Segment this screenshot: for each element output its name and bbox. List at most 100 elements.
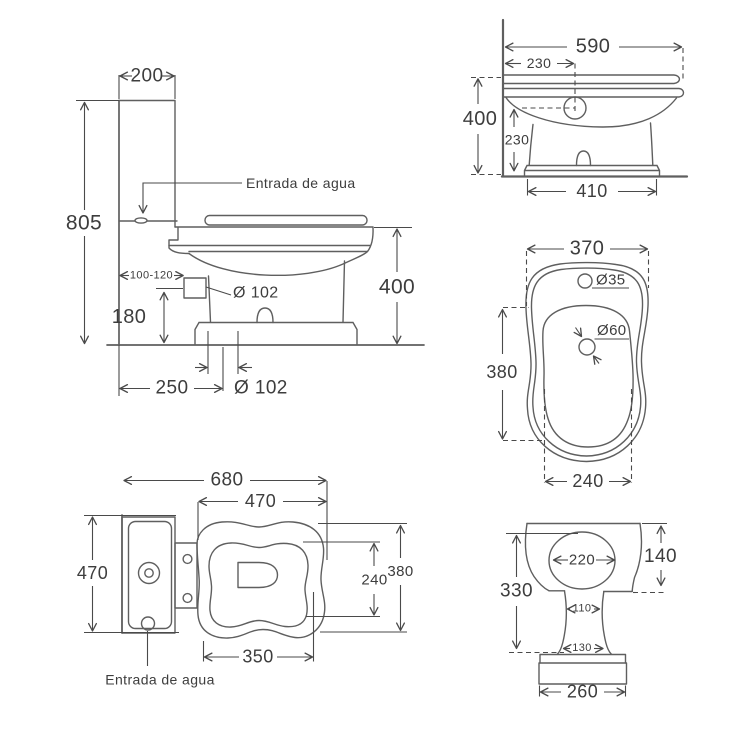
ext-line <box>202 592 315 662</box>
drain-hole <box>578 338 596 356</box>
water-inlet-hole <box>140 616 156 631</box>
dim-bidet-height: 400 <box>463 108 498 130</box>
rim-slab <box>503 87 685 98</box>
bowl-underside-curve <box>505 96 678 128</box>
pedestal-right-edge <box>342 260 346 323</box>
dim-bidet-drain-hole: Ø60 <box>597 322 627 339</box>
dim-bidet-base-depth: 410 <box>576 181 607 201</box>
bolt-hole-bottom <box>182 592 193 604</box>
bolt-hole-top <box>182 553 193 565</box>
bowl-opening <box>237 561 279 589</box>
dim-wc-bowl-height: 400 <box>379 276 415 299</box>
dim-wc-width: 470 <box>77 563 108 583</box>
dim-wc-tank-depth: 200 <box>131 66 164 87</box>
dim-bidet-inlet-height: 230 <box>505 132 530 148</box>
pedestal-right-edge <box>649 122 654 166</box>
wc-side-geometry <box>106 99 425 356</box>
ext-line <box>118 75 176 99</box>
cistern-lid-inner <box>127 520 173 630</box>
ext-line <box>471 76 501 176</box>
view-wc-side: 200 805 400 100-120 180 Ø 102 <box>66 66 425 399</box>
dim-wc-floor-drain-diameter: Ø 102 <box>234 378 288 399</box>
faucet-hole-projection <box>563 96 587 120</box>
base-step <box>194 321 358 345</box>
bowl-left-step <box>168 226 190 255</box>
dim-wc-outlet-height: 180 <box>112 306 147 328</box>
dim-wc-bowl-length: 470 <box>245 491 276 511</box>
mounting-plate <box>174 542 198 609</box>
floor-hatching <box>107 347 424 356</box>
base-slab <box>538 662 628 685</box>
leader-arrow <box>573 327 583 338</box>
ext-line <box>303 541 380 618</box>
base-arch-cutout <box>575 150 592 167</box>
view-bidet-side: 590 230 400 230 410 <box>463 18 689 201</box>
bowl-underside-curve <box>188 250 369 276</box>
body-right-edge <box>631 522 643 592</box>
bidet-side-dimensions: 590 230 400 230 410 <box>463 36 684 201</box>
view-bidet-front: 220 140 330 110 130 260 <box>500 522 677 702</box>
seat-lid-outline <box>196 521 326 639</box>
bidet-outer-outline <box>525 261 649 463</box>
pedestal-left-edge <box>528 123 534 166</box>
cistern-outline <box>121 516 176 634</box>
ext-line <box>503 306 545 442</box>
dim-bidet-base-width: 260 <box>567 682 598 702</box>
water-inlet-label: Entrada de agua <box>105 672 215 688</box>
base-arch-cutout <box>256 307 274 324</box>
dim-bidet-height: 330 <box>500 581 533 602</box>
flush-button-outer <box>137 561 161 585</box>
wc-top-geometry <box>110 514 326 639</box>
base-step <box>539 653 627 664</box>
dim-wc-seat-inner-width: 240 <box>361 572 387 589</box>
ext-line <box>538 685 627 697</box>
water-inlet-label: Entrada de agua <box>246 175 356 191</box>
water-inlet-hole <box>134 217 148 224</box>
leader-arrow <box>592 355 602 365</box>
ext-line <box>525 251 650 306</box>
dim-bidet-bowl-inner-width: 220 <box>569 552 595 569</box>
leader-line <box>205 286 232 296</box>
dim-bidet-faucet-hole: Ø35 <box>596 272 626 289</box>
seat-slab <box>502 74 681 85</box>
bidet-front-geometry <box>524 522 643 685</box>
dim-bidet-rear-width: 240 <box>572 471 603 491</box>
ext-line <box>84 514 179 634</box>
dim-wc-outlet-wall-distance: 100-120 <box>130 270 173 282</box>
faucet-hole <box>577 273 593 289</box>
dim-wc-drain-wall-distance: 250 <box>156 378 189 399</box>
base-step <box>523 164 661 177</box>
flush-button-inner <box>144 568 154 578</box>
waste-outlet-box <box>183 277 207 299</box>
bidet-rim-inner-outline <box>530 267 644 457</box>
bidet-front-dimensions: 220 140 330 110 130 260 <box>500 522 677 702</box>
dim-wc-total-height: 805 <box>66 212 102 235</box>
dim-bidet-pedestal-top-width: 110 <box>573 603 592 615</box>
seat-lid <box>204 214 368 226</box>
bowl-right-edge <box>366 226 374 253</box>
wc-side-dimensions: 200 805 400 100-120 180 Ø 102 <box>66 66 415 399</box>
seat-inner-outline <box>208 542 309 628</box>
dim-wc-bowl-front-width: 350 <box>242 647 273 667</box>
view-wc-top: 680 470 470 240 380 350 <box>77 470 413 688</box>
leader-line <box>138 182 242 214</box>
dim-bidet-rim-depth: 140 <box>644 546 677 567</box>
dim-bidet-width: 370 <box>570 238 605 260</box>
pedestal-left-edge <box>556 590 567 655</box>
dim-bidet-inlet-offset: 230 <box>527 55 552 71</box>
dim-bidet-depth: 590 <box>576 36 611 58</box>
ext-line <box>526 179 658 196</box>
wall-hatching <box>110 515 122 633</box>
ext-line <box>207 331 239 391</box>
pedestal-right-edge <box>601 590 612 655</box>
ext-line <box>543 389 633 483</box>
dim-wc-outlet-diameter: Ø 102 <box>233 285 279 302</box>
wc-top-dimensions: 680 470 470 240 380 350 <box>77 470 413 688</box>
body-left-edge <box>524 522 550 592</box>
view-bidet-top: 370 Ø35 Ø60 380 240 <box>486 238 650 491</box>
bidet-side-geometry <box>500 18 689 178</box>
cistern-outline <box>118 99 176 228</box>
dim-bidet-bowl-length: 380 <box>486 362 517 382</box>
